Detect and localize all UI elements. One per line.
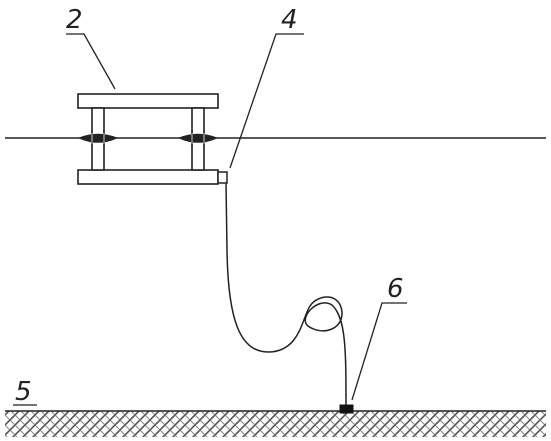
left-float (77, 133, 119, 143)
platform-top-plate (77, 93, 219, 109)
leader-device (66, 33, 116, 90)
tether-cable (225, 182, 347, 409)
label-seabed: 5 (15, 377, 32, 407)
label-connector: 4 (281, 5, 298, 35)
floating-platform (77, 93, 219, 185)
cable-connector (217, 171, 228, 184)
platform-bottom-plate (77, 169, 219, 185)
leader-connector (229, 33, 304, 169)
seabed-ground (5, 411, 546, 437)
right-float (177, 133, 219, 143)
leader-lines (13, 33, 407, 406)
label-device: 2 (66, 5, 83, 35)
label-anchor: 6 (387, 274, 404, 304)
anchor-block (339, 404, 354, 414)
leader-anchor (351, 302, 407, 401)
